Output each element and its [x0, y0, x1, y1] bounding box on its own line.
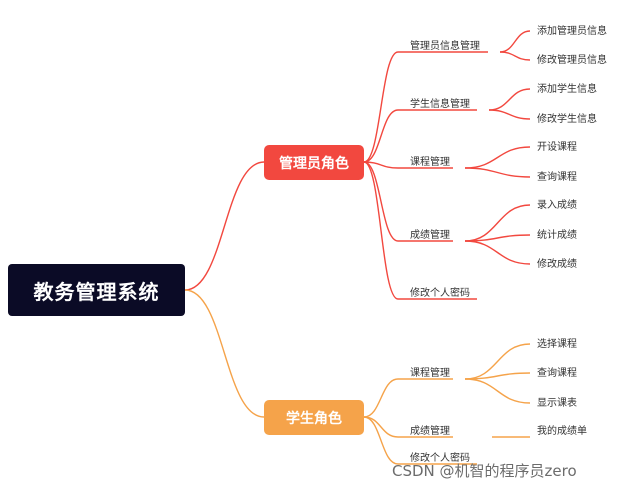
- connector-admin-l3-1-1: [488, 109, 531, 120]
- connector-admin-l3-2-1: [464, 167, 531, 178]
- connector-student-l3-0-0: [464, 343, 531, 380]
- admin-leaf-enter-grades[interactable]: 录入成绩: [537, 200, 577, 211]
- connector-root-student: [184, 289, 265, 418]
- connector-admin-l2-0: [363, 51, 399, 163]
- admin-leaf-edit-grades[interactable]: 修改成绩: [537, 259, 577, 270]
- admin-leaf-stat-grades[interactable]: 统计成绩: [537, 230, 577, 241]
- admin-leaf-open-course[interactable]: 开设课程: [537, 142, 577, 153]
- admin-node-course[interactable]: 课程管理: [410, 157, 450, 168]
- student-node-course[interactable]: 课程管理: [410, 368, 450, 379]
- admin-leaf-add-admin[interactable]: 添加管理员信息: [537, 26, 607, 37]
- admin-role-node[interactable]: 管理员角色: [264, 145, 364, 180]
- connector-admin-l2-2: [363, 161, 399, 169]
- student-node-grades[interactable]: 成绩管理: [410, 426, 450, 437]
- connector-admin-l3-3-1: [464, 234, 531, 242]
- admin-leaf-edit-admin[interactable]: 修改管理员信息: [537, 55, 607, 66]
- connector-root-admin: [184, 161, 265, 291]
- admin-leaf-edit-student[interactable]: 修改学生信息: [537, 114, 597, 125]
- student-role-node[interactable]: 学生角色: [264, 400, 364, 435]
- connector-admin-l3-2-0: [464, 146, 531, 169]
- student-leaf-query-course[interactable]: 查询课程: [537, 368, 577, 379]
- student-leaf-timetable[interactable]: 显示课表: [537, 398, 577, 409]
- root-node-label: 教务管理系统: [33, 279, 160, 304]
- admin-leaf-query-course[interactable]: 查询课程: [537, 172, 577, 183]
- student-leaf-grade-report[interactable]: 我的成绩单: [537, 426, 587, 437]
- connector-admin-l2-1: [363, 109, 399, 163]
- connector-admin-l2-3: [363, 161, 399, 242]
- connector-admin-l3-3-2: [464, 240, 531, 265]
- student-node-password[interactable]: 修改个人密码: [410, 453, 470, 464]
- root-node[interactable]: 教务管理系统: [8, 264, 185, 316]
- admin-node-admin-info[interactable]: 管理员信息管理: [410, 41, 480, 52]
- connector-admin-l3-1-0: [488, 88, 531, 111]
- connector-admin-l3-0-0: [499, 30, 531, 53]
- admin-node-grades[interactable]: 成绩管理: [410, 230, 450, 241]
- connector-student-l2-2: [363, 416, 399, 465]
- student-role-label: 学生角色: [286, 410, 342, 427]
- admin-node-password[interactable]: 修改个人密码: [410, 288, 470, 299]
- connector-student-l2-1: [363, 416, 399, 438]
- student-leaf-select-course[interactable]: 选择课程: [537, 339, 577, 350]
- connector-student-l3-0-1: [464, 372, 531, 380]
- admin-node-student-info[interactable]: 学生信息管理: [410, 99, 470, 110]
- connector-student-l2-0: [363, 378, 399, 418]
- admin-leaf-add-student[interactable]: 添加学生信息: [537, 84, 597, 95]
- connector-student-l3-0-2: [464, 378, 531, 404]
- connector-admin-l3-0-1: [499, 51, 531, 61]
- connector-admin-l2-4: [363, 161, 399, 300]
- admin-role-label: 管理员角色: [279, 155, 349, 172]
- connector-admin-l3-3-0: [464, 204, 531, 242]
- watermark: CSDN @机智的程序员zero: [392, 462, 577, 480]
